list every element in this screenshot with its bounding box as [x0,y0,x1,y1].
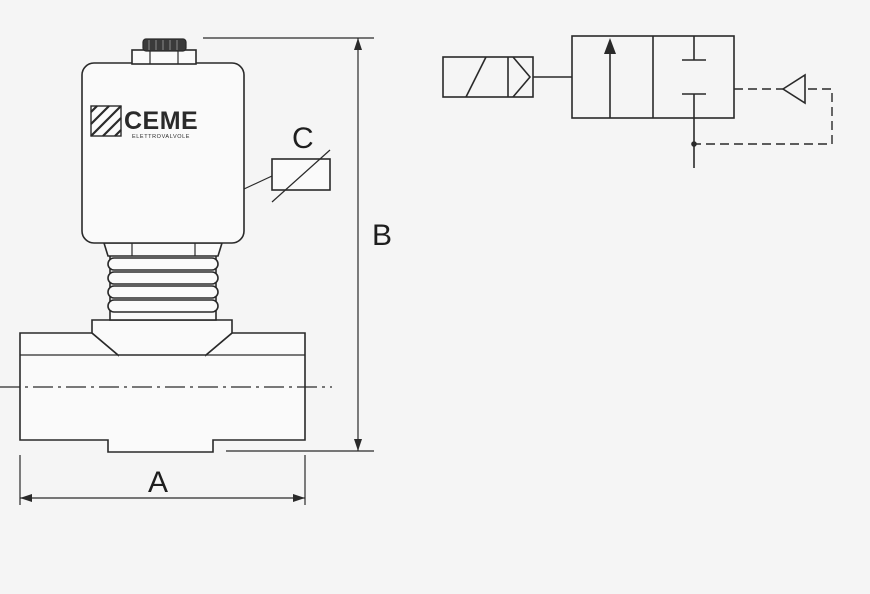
dimension-c-label: C [292,122,314,155]
brand-name: CEME [124,107,198,135]
actuator-coil-slash [465,56,487,98]
top-cap [142,38,187,52]
dimension-b-label: B [372,219,392,252]
solenoid-coil [81,62,245,244]
logo-slash [90,105,122,137]
brand-subtitle: ELETTROVALVOLE [132,134,190,140]
logo-slash [90,105,98,113]
logo-slash [90,105,110,125]
thread-ring [107,285,219,299]
ceme-logo [90,105,122,137]
arrow-down-icon [354,439,362,451]
logo-slash [102,117,122,137]
arrow-left-icon [20,494,32,502]
dimension-a-label: A [148,466,168,499]
connector-slash [271,149,331,203]
pilot-return-line [694,88,833,145]
dimension-b: B [203,37,392,452]
solenoid-actuator-symbol [442,56,534,98]
arrow-right-icon [293,494,305,502]
valve-assembly: CEME ELETTROVALVOLE C [0,38,332,453]
pilot-triangle-icon [781,73,806,105]
arrow-up-icon [354,38,362,50]
flow-arrow-icon [604,38,616,54]
electrical-connector [271,158,331,191]
thread-ring [107,271,219,285]
thread-ring [107,299,219,313]
thread-rings [107,257,219,313]
thread-ring [107,257,219,271]
hex-base [91,319,233,356]
dimension-a: A [19,455,306,505]
valve-symbol [442,35,833,168]
coil-nut [102,242,224,257]
connector-leader [243,175,273,190]
logo-slash [114,129,122,137]
top-nut [131,49,197,65]
actuator-chevron [512,56,532,98]
